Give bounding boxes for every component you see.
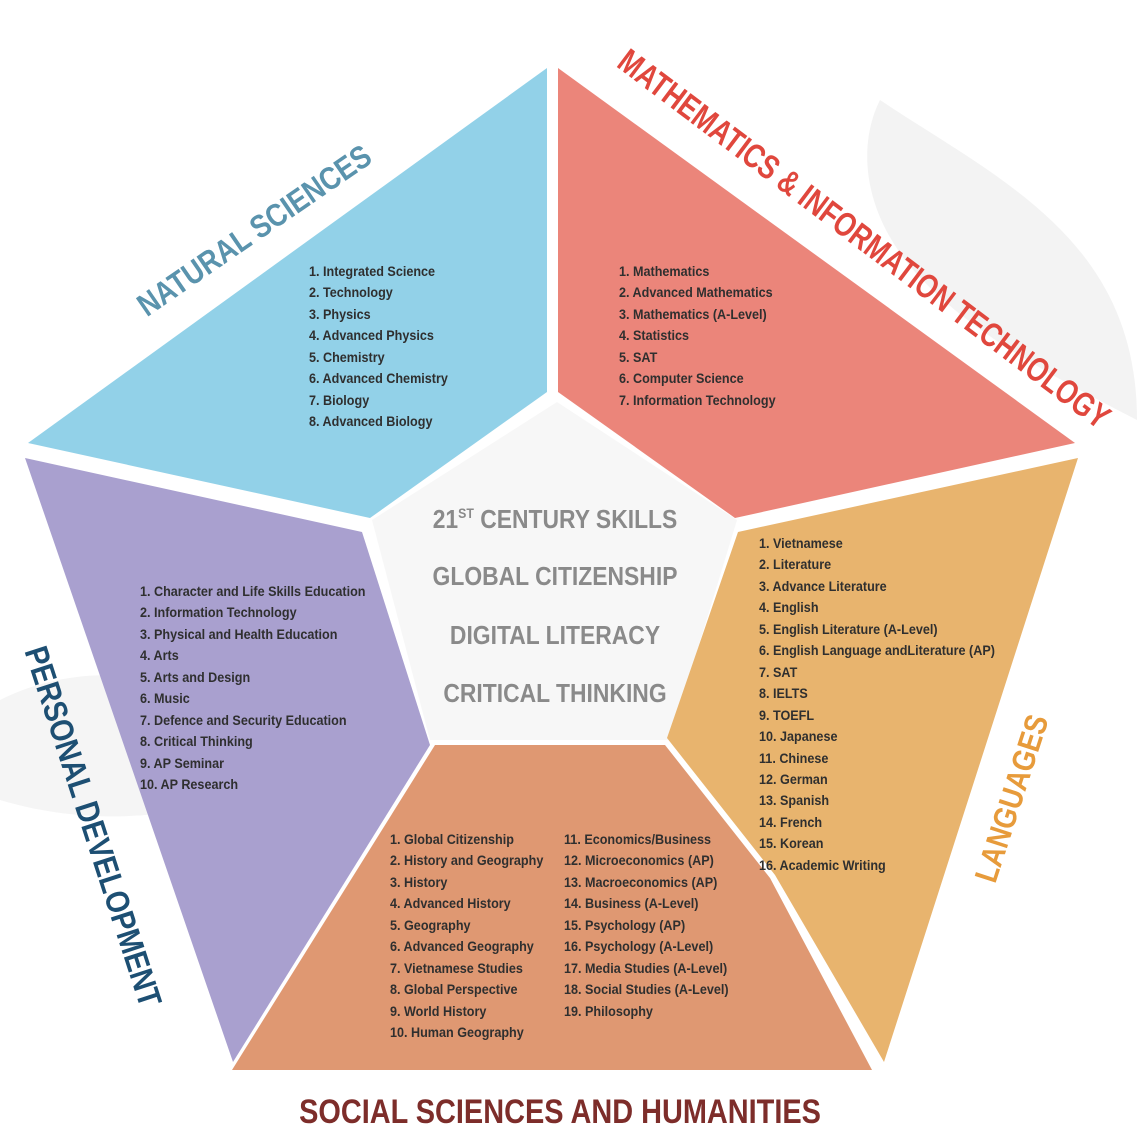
core-century-skills: CENTURY SKILLS bbox=[473, 504, 678, 534]
subject-item: 4. Advanced Physics bbox=[309, 327, 434, 344]
subject-item: 14. Business (A-Level) bbox=[564, 895, 699, 912]
subject-item: 12. German bbox=[759, 770, 828, 787]
mathematics-list: 1. Mathematics 2. Advanced Mathematics 3. … bbox=[619, 261, 776, 411]
subject-item: 1. Integrated Science bbox=[309, 263, 436, 279]
subject-item: 3. Physics bbox=[309, 305, 371, 322]
subject-item: 4. Statistics bbox=[619, 327, 690, 344]
subject-item: 10. Human Geography bbox=[390, 1024, 524, 1041]
subject-item: 11. Chinese bbox=[759, 749, 829, 766]
subject-item: 6. Music bbox=[140, 690, 190, 707]
subject-item: 5. SAT bbox=[619, 348, 658, 365]
segment-natural-sciences bbox=[28, 68, 547, 518]
subject-item: 7. Information Technology bbox=[619, 391, 776, 408]
subject-item: 13. Spanish bbox=[759, 792, 830, 809]
subject-item: 8. Advanced Biology bbox=[309, 413, 433, 430]
subject-item: 15. Psychology (AP) bbox=[564, 916, 686, 933]
segment-social-sciences bbox=[232, 745, 872, 1070]
subject-item: 7. Vietnamese Studies bbox=[390, 959, 523, 976]
subject-item: 6. Advanced Chemistry bbox=[309, 370, 448, 387]
subject-item: 10. AP Research bbox=[140, 776, 239, 793]
subject-item: 2. Information Technology bbox=[140, 604, 297, 621]
subject-item: 19. Philosophy bbox=[564, 1002, 653, 1019]
subject-item: 4. Advanced History bbox=[390, 895, 511, 912]
core-21-number: 21 bbox=[432, 504, 459, 534]
subject-item: 9. TOEFL bbox=[759, 706, 815, 723]
subject-item: 12. Microeconomics (AP) bbox=[564, 852, 714, 869]
subject-item: 16. Academic Writing bbox=[759, 856, 886, 873]
subject-item: 2. History and Geography bbox=[390, 852, 544, 869]
subject-item: 14. French bbox=[759, 813, 823, 830]
subject-item: 15. Korean bbox=[759, 835, 824, 852]
subject-item: 8. Critical Thinking bbox=[140, 733, 253, 750]
subject-item: 16. Psychology (A-Level) bbox=[564, 938, 714, 955]
subject-item: 9. AP Seminar bbox=[140, 754, 225, 771]
segment-personal-development bbox=[25, 458, 430, 1062]
social-sciences-list-left: 1. Global Citizenship 2. History and Geog… bbox=[390, 829, 543, 1044]
segment-mathematics bbox=[558, 68, 1075, 518]
subject-item: 7. Biology bbox=[309, 391, 370, 408]
social-sciences-title: SOCIAL SCIENCES AND HUMANITIES bbox=[299, 1093, 821, 1131]
core-line-digital-literacy: DIGITAL LITERACY bbox=[449, 620, 661, 650]
subject-item: 5. Chemistry bbox=[309, 348, 385, 365]
subject-item: 5. Geography bbox=[390, 916, 471, 933]
segment-languages bbox=[667, 458, 1078, 1062]
core-line-global-citizenship: GLOBAL CITIZENSHIP bbox=[432, 561, 678, 591]
subject-item: 7. Defence and Security Education bbox=[140, 711, 347, 728]
subject-item: 7. SAT bbox=[759, 663, 798, 680]
languages-list: 1. Vietnamese 2. Literature 3. Advance Lit… bbox=[759, 533, 995, 876]
subject-item: 6. English Language andLiterature (AP) bbox=[759, 642, 995, 659]
subject-item: 5. English Literature (A-Level) bbox=[759, 620, 938, 637]
subject-item: 18. Social Studies (A-Level) bbox=[564, 981, 729, 998]
subject-item: 3. Mathematics (A-Level) bbox=[619, 305, 767, 322]
subject-item: 10. Japanese bbox=[759, 728, 838, 745]
subject-item: 3. History bbox=[390, 873, 448, 890]
natural-sciences-list: 1. Integrated Science 2. Technology 3. Phy… bbox=[309, 261, 448, 433]
subject-item: 2. Advanced Mathematics bbox=[619, 284, 773, 301]
subject-item: 17. Media Studies (A-Level) bbox=[564, 959, 728, 976]
core-line-21st-century: 21ST CENTURY SKILLS bbox=[419, 504, 692, 535]
subject-item: 4. Arts bbox=[140, 647, 179, 664]
personal-development-list: 1. Character and Life Skills Education 2.… bbox=[140, 581, 365, 796]
background-leaf-right bbox=[867, 100, 1137, 420]
subject-item: 2. Technology bbox=[309, 284, 393, 301]
social-sciences-list-right: 11. Economics/Business 12. Microeconomics… bbox=[564, 829, 729, 1022]
center-core-area bbox=[372, 402, 737, 740]
subject-item: 4. English bbox=[759, 599, 819, 616]
subject-item: 6. Advanced Geography bbox=[390, 938, 534, 955]
subject-item: 6. Computer Science bbox=[619, 370, 744, 387]
subject-item: 5. Arts and Design bbox=[140, 668, 251, 685]
subject-item: 8. Global Perspective bbox=[390, 981, 518, 998]
subject-item: 1. Mathematics bbox=[619, 263, 710, 279]
subject-item: 11. Economics/Business bbox=[564, 831, 712, 847]
subject-item: 3. Advance Literature bbox=[759, 577, 887, 594]
subject-item: 1. Global Citizenship bbox=[390, 831, 514, 847]
core-line-critical-thinking: CRITICAL THINKING bbox=[443, 678, 667, 708]
subject-item: 1. Character and Life Skills Education bbox=[140, 583, 366, 599]
subject-item: 8. IELTS bbox=[759, 685, 808, 702]
core-st-suffix: ST bbox=[458, 505, 474, 521]
subject-item: 3. Physical and Health Education bbox=[140, 625, 338, 642]
subject-item: 9. World History bbox=[390, 1002, 487, 1019]
subject-item: 2. Literature bbox=[759, 556, 832, 573]
subject-item: 13. Macroeconomics (AP) bbox=[564, 873, 718, 890]
subject-item: 1. Vietnamese bbox=[759, 535, 843, 551]
